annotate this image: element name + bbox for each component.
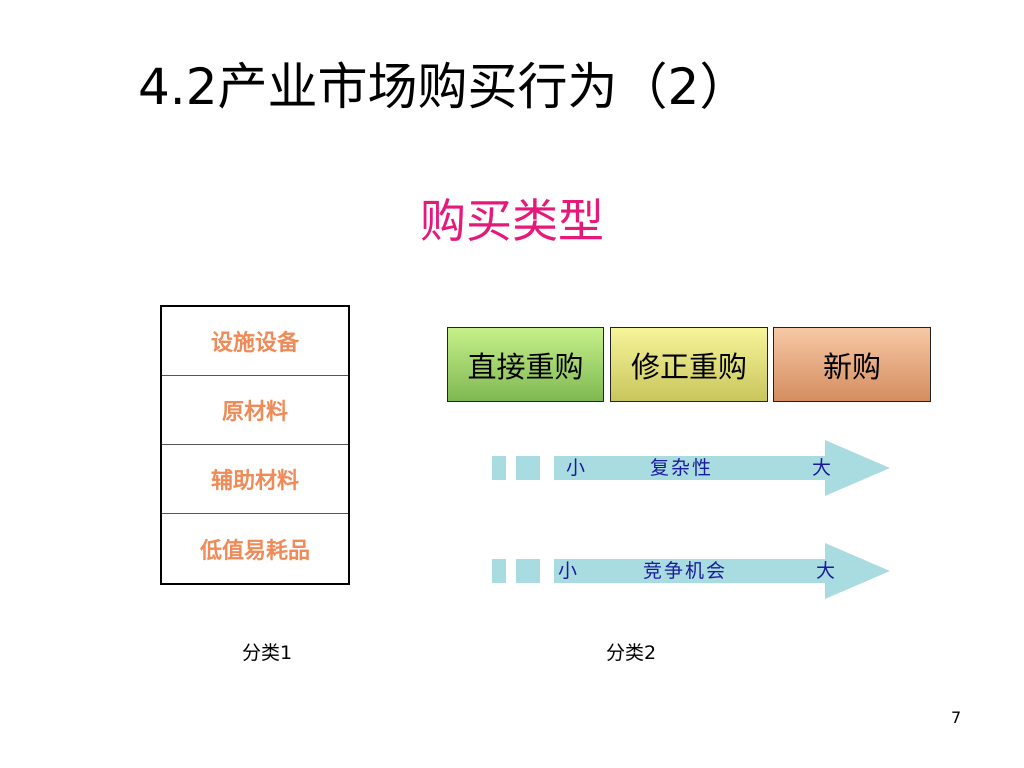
arrow-body: [554, 440, 890, 496]
buy-type-modified-rebuy: 修正重购: [610, 327, 768, 402]
arrow2-left-label: 小: [558, 560, 580, 582]
arrow-body: [554, 543, 890, 599]
arrow1-middle-label: 复杂性: [650, 457, 714, 479]
category1-item: 辅助材料: [162, 445, 348, 514]
category1-caption: 分类1: [242, 642, 293, 664]
slide-title: 4.2产业市场购买行为（2）: [138, 58, 750, 116]
arrow-dash: [492, 559, 506, 583]
arrow-dash: [516, 456, 540, 480]
category2-caption: 分类2: [606, 642, 657, 664]
category1-table: 设施设备 原材料 辅助材料 低值易耗品: [160, 305, 350, 585]
competition-arrow: [492, 543, 890, 599]
arrow2-right-label: 大: [816, 560, 838, 582]
complexity-arrow: [492, 440, 890, 496]
arrow2-middle-label: 竞争机会: [643, 560, 728, 582]
buy-type-new-buy: 新购: [773, 327, 931, 402]
buy-type-straight-rebuy: 直接重购: [447, 327, 604, 402]
category1-item: 设施设备: [162, 307, 348, 376]
arrow1-right-label: 大: [812, 457, 834, 479]
arrow-dash: [492, 456, 506, 480]
slide-subtitle: 购买类型: [420, 194, 604, 248]
category1-item: 低值易耗品: [199, 538, 310, 564]
arrow1-left-label: 小: [566, 457, 588, 479]
page-number: 7: [951, 708, 962, 727]
arrow-dash: [516, 559, 540, 583]
category1-item: 原材料: [162, 376, 348, 445]
